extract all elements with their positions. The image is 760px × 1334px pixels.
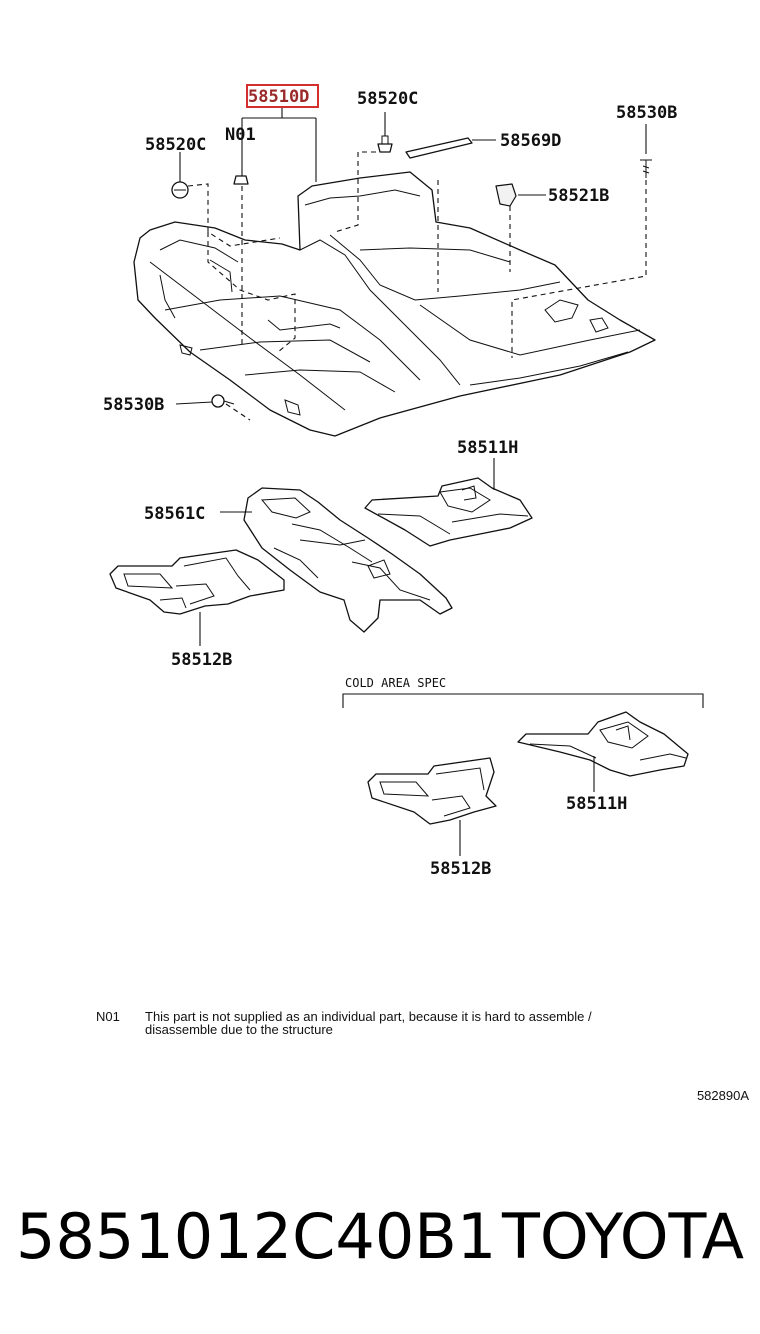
callout-n01[interactable]: N01 bbox=[225, 125, 256, 145]
callout-cold-58512b[interactable]: 58512B bbox=[430, 859, 491, 879]
cold-area-label: COLD AREA SPEC bbox=[345, 676, 446, 690]
note-code: N01 bbox=[96, 1009, 120, 1024]
callout-58521b[interactable]: 58521B bbox=[548, 186, 609, 206]
cold-area-bracket bbox=[342, 693, 704, 708]
screw-58530b-right-icon[interactable] bbox=[640, 159, 652, 178]
note-line-1: This part is not supplied as an individu… bbox=[145, 1009, 592, 1024]
note-line-2: disassemble due to the structure bbox=[145, 1022, 333, 1037]
callout-58520c-top[interactable]: 58520C bbox=[357, 89, 418, 109]
retainer-58521b-icon[interactable] bbox=[495, 183, 517, 207]
callout-58520c-left[interactable]: 58520C bbox=[145, 135, 206, 155]
callout-58530b-left[interactable]: 58530B bbox=[103, 395, 164, 415]
main-floor-carpet[interactable] bbox=[133, 171, 656, 437]
callout-58569d[interactable]: 58569D bbox=[500, 131, 561, 151]
rear-mat-58511h[interactable] bbox=[364, 477, 533, 547]
cold-front-mat-58512b[interactable] bbox=[367, 757, 497, 825]
callout-cold-58511h[interactable]: 58511H bbox=[566, 794, 627, 814]
clip-n01-icon[interactable] bbox=[233, 175, 249, 185]
footer-brand: TOYOTA bbox=[501, 1200, 744, 1273]
front-mat-58512b[interactable] bbox=[109, 549, 285, 615]
screw-58530b-left-icon[interactable] bbox=[211, 394, 235, 408]
callout-58510d[interactable]: 58510D bbox=[248, 87, 309, 107]
callout-58511h[interactable]: 58511H bbox=[457, 438, 518, 458]
highlight-box bbox=[246, 84, 319, 108]
leader-lines-upper bbox=[175, 108, 647, 421]
footer-part-number: 5851012C40B1 bbox=[16, 1200, 496, 1273]
cold-rear-mat-58511h[interactable] bbox=[517, 711, 689, 777]
diagram-code: 582890A bbox=[697, 1088, 749, 1103]
callout-58512b[interactable]: 58512B bbox=[171, 650, 232, 670]
callout-58530b-right[interactable]: 58530B bbox=[616, 103, 677, 123]
center-tunnel-58561c[interactable] bbox=[243, 487, 453, 633]
clip-58520c-top-icon[interactable] bbox=[377, 135, 393, 153]
clip-58520c-left-icon[interactable] bbox=[171, 181, 189, 199]
callout-58561c[interactable]: 58561C bbox=[144, 504, 205, 524]
plate-58569d-icon[interactable] bbox=[405, 137, 473, 159]
